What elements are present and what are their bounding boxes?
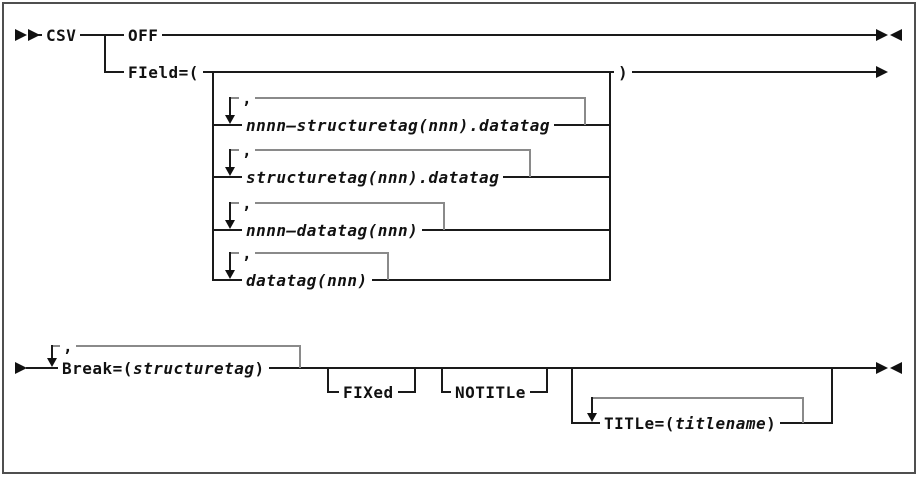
loop-separator: ,: [239, 246, 255, 262]
loop-separator: ,: [239, 196, 255, 212]
loop-arrow-icon: [47, 358, 57, 367]
break-variable: structuretag: [132, 359, 255, 379]
title-prefix: TITLe=(: [604, 414, 675, 434]
repeat-loop-line: [229, 252, 389, 254]
loop-arrow-icon: [225, 115, 235, 124]
variable-option: nnnn–structuretag(nnn).datatag: [242, 117, 554, 135]
repeat-loop-line: [387, 252, 389, 280]
loop-separator: ,: [60, 339, 76, 355]
branch-connector: [104, 34, 106, 73]
field-close-paren: ): [614, 64, 633, 82]
repeat-loop-line: [51, 345, 301, 347]
bypass-connector: [546, 367, 548, 393]
repeat-loop-line: [591, 397, 804, 399]
repeat-loop-line: [529, 149, 531, 177]
repeat-loop-line: [229, 252, 231, 272]
repeat-loop-line: [802, 397, 804, 423]
bypass-connector: [441, 367, 443, 393]
title-suffix: ): [766, 414, 777, 434]
rail-bottom: [26, 367, 877, 369]
loop-separator: ,: [239, 91, 255, 107]
repeat-loop-line: [299, 345, 301, 368]
end-arrow-icon: [876, 362, 888, 374]
keyword-notitle: NOTITLe: [451, 384, 530, 402]
loop-arrow-icon: [587, 413, 597, 422]
loop-arrow-icon: [225, 220, 235, 229]
repeat-loop-line: [229, 97, 586, 99]
keyword-break: Break=(structuretag): [58, 360, 269, 378]
continuation-arrow-icon: [15, 362, 27, 374]
variable-option: structuretag(nnn).datatag: [242, 169, 504, 187]
end-arrow-icon: [890, 362, 902, 374]
repeat-loop-line: [229, 149, 531, 151]
repeat-loop-line: [229, 202, 445, 204]
bypass-connector: [571, 367, 573, 424]
option-row: [212, 279, 611, 281]
bypass-connector: [414, 367, 416, 393]
keyword-csv: CSV: [42, 27, 81, 45]
start-arrow-icon: [28, 29, 40, 41]
keyword-off: OFF: [124, 27, 163, 45]
bypass-connector: [831, 367, 833, 424]
loop-arrow-icon: [225, 270, 235, 279]
bypass-connector: [327, 367, 329, 393]
variable-option: datatag(nnn): [242, 272, 372, 290]
rail-field: [105, 71, 877, 73]
continue-arrow-icon: [876, 66, 888, 78]
title-variable: titlename: [674, 414, 767, 434]
end-arrow-icon: [876, 29, 888, 41]
end-arrow-icon: [890, 29, 902, 41]
rail-top: [38, 34, 878, 36]
loop-arrow-icon: [225, 167, 235, 176]
keyword-fixed: FIXed: [339, 384, 398, 402]
repeat-loop-line: [591, 397, 593, 414]
keyword-title: TITLe=(titlename): [600, 414, 781, 434]
variable-option: nnnn–datatag(nnn): [242, 222, 423, 240]
start-arrow-icon: [15, 29, 27, 41]
break-prefix: Break=(: [62, 359, 133, 379]
loop-separator: ,: [239, 143, 255, 159]
break-suffix: ): [254, 359, 265, 379]
repeat-loop-line: [229, 149, 231, 169]
repeat-loop-line: [443, 202, 445, 230]
repeat-loop-line: [584, 97, 586, 125]
repeat-loop-line: [229, 97, 231, 117]
repeat-loop-line: [51, 345, 53, 360]
repeat-loop-line: [229, 202, 231, 222]
keyword-field-open: FIeld=(: [124, 64, 203, 82]
